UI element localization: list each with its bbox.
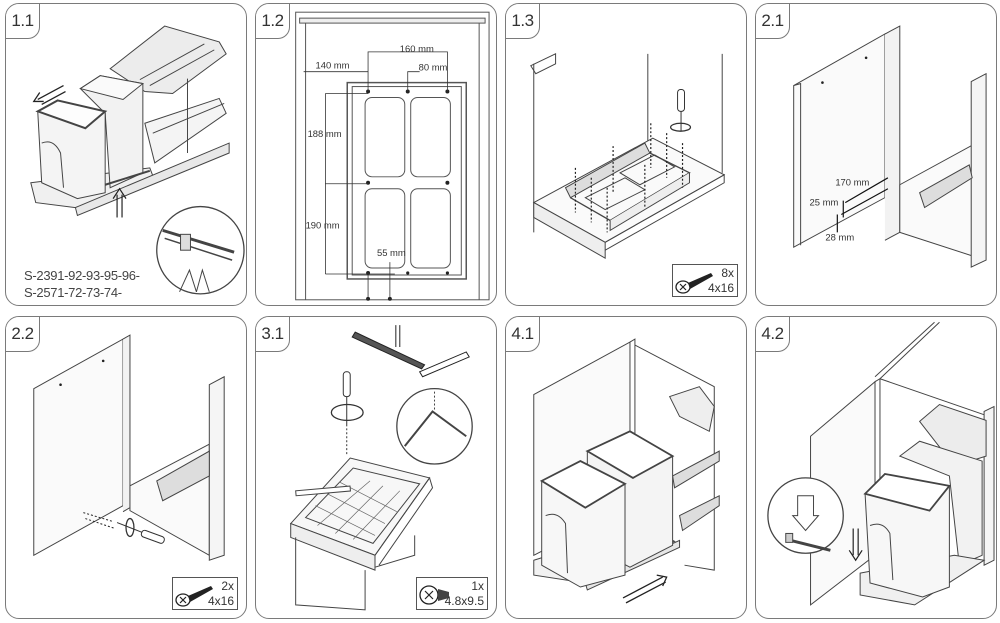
base-frame-screwing-illustration — [530, 53, 726, 259]
screwdriver-icon — [669, 89, 692, 132]
screw-guide-lines — [574, 123, 684, 233]
screw-size: 4x16 — [207, 594, 234, 608]
dim-25: 25 mm — [810, 197, 839, 208]
screw-spec-box: 8x 4x16 — [672, 264, 738, 297]
screw-quantity: 1x — [471, 579, 484, 593]
dimension-lines — [303, 51, 448, 299]
screw-quantity: 8x — [721, 266, 734, 280]
dim-188: 188 mm — [308, 128, 342, 139]
dim-140: 140 mm — [316, 60, 350, 71]
screw-guide-lines — [83, 512, 116, 529]
model-code-line-1: S-2391-92-93-95-96- — [24, 268, 140, 283]
dim-28: 28 mm — [825, 231, 854, 242]
step-label: 2.2 — [6, 317, 40, 352]
push-in-arrow-icon — [622, 574, 668, 604]
screw-quantity: 2x — [221, 579, 234, 593]
pan-head-screw-icon — [419, 585, 449, 605]
screw-size: 4x16 — [707, 281, 734, 295]
step-panel-1-3: 1.3 — [505, 3, 747, 306]
door-bracket-screwing-illustration — [33, 334, 225, 561]
screwdriver-icon — [330, 371, 364, 457]
push-up-arrow-icon — [112, 187, 127, 218]
step-panel-4-2: 4.2 — [755, 316, 997, 619]
screw-size: 4.8x9.5 — [444, 594, 484, 608]
dim-190: 190 mm — [306, 219, 340, 230]
step-label: 3.1 — [256, 317, 290, 352]
screw-icon — [175, 586, 213, 607]
screw-spec-box: 1x 4.8x9.5 — [416, 577, 488, 610]
marking-lines — [836, 177, 889, 233]
step-panel-3-1: 3.1 — [255, 316, 497, 619]
step-panel-1-2: 1.2 160 mm 140 mm — [255, 3, 497, 306]
step-panel-2-2: 2.2 2x 4x16 — [5, 316, 247, 619]
mounting-dimensions-diagram: 160 mm 140 mm 80 mm 188 mm 190 mm 55 mm — [295, 11, 490, 301]
step-label: 4.2 — [756, 317, 790, 352]
dim-170: 170 mm — [835, 177, 869, 188]
detail-magnifier — [767, 477, 844, 554]
dim-160: 160 mm — [400, 43, 434, 54]
pull-out-bin-illustration — [30, 25, 245, 295]
step-panel-1-1: 1.1 — [5, 3, 247, 306]
step-label: 4.1 — [506, 317, 540, 352]
lid-bracket-part — [351, 325, 470, 378]
press-down-arrow-icon — [848, 528, 863, 562]
step-panel-4-1: 4.1 — [505, 316, 747, 619]
step-label: 2.1 — [756, 4, 790, 39]
screw-icon — [675, 273, 713, 294]
lid-bracket-assembly-illustration — [289, 325, 473, 611]
bin-insertion-illustration — [533, 338, 720, 604]
step-label: 1.3 — [506, 4, 540, 39]
screwdriver-icon — [116, 517, 165, 544]
step-label: 1.1 — [6, 4, 40, 39]
pull-arrow-icon — [32, 85, 66, 105]
model-code-line-2: S-2571-72-73-74- — [24, 285, 122, 300]
dim-80: 80 mm — [419, 62, 448, 73]
door-attachment-illustration — [767, 321, 995, 606]
dim-55: 55 mm — [377, 247, 406, 258]
detail-magnifier — [396, 388, 473, 465]
door-marking-illustration: 170 mm 25 mm 28 mm — [793, 25, 987, 268]
step-panel-2-1: 2.1 170 mm 25 mm 28 mm — [755, 3, 997, 306]
step-label: 1.2 — [256, 4, 290, 39]
hole-markers — [366, 89, 450, 301]
detail-magnifier — [156, 205, 245, 295]
screw-spec-box: 2x 4x16 — [172, 577, 238, 610]
